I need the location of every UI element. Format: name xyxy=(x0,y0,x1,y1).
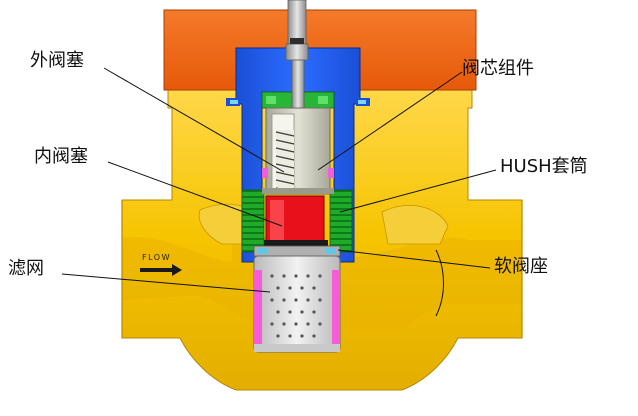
flow-text: FLOW xyxy=(142,253,171,262)
spring xyxy=(275,130,295,194)
label-core-assembly: 阀芯组件 xyxy=(462,58,534,79)
valve-stem xyxy=(285,0,309,109)
flow-arrow-icon xyxy=(140,264,182,276)
label-soft-seat: 软阀座 xyxy=(494,256,548,277)
label-hush-cage: HUSH套筒 xyxy=(500,156,588,177)
label-strainer: 滤网 xyxy=(8,258,44,279)
soft-seat xyxy=(253,245,341,257)
labels: 外阀塞 内阀塞 滤网 阀芯组件 HUSH套筒 软阀座 xyxy=(8,50,588,279)
strainer xyxy=(253,255,341,353)
label-inner-plug: 内阀塞 xyxy=(34,146,88,167)
label-outer-plug: 外阀塞 xyxy=(30,50,84,71)
strainer-holes xyxy=(270,274,322,338)
inner-plug xyxy=(264,195,328,246)
outer-plug-seals xyxy=(262,168,334,194)
core-assembly xyxy=(265,107,331,195)
leader-lines xyxy=(61,67,497,293)
flow-indicator: FLOW xyxy=(140,253,182,276)
